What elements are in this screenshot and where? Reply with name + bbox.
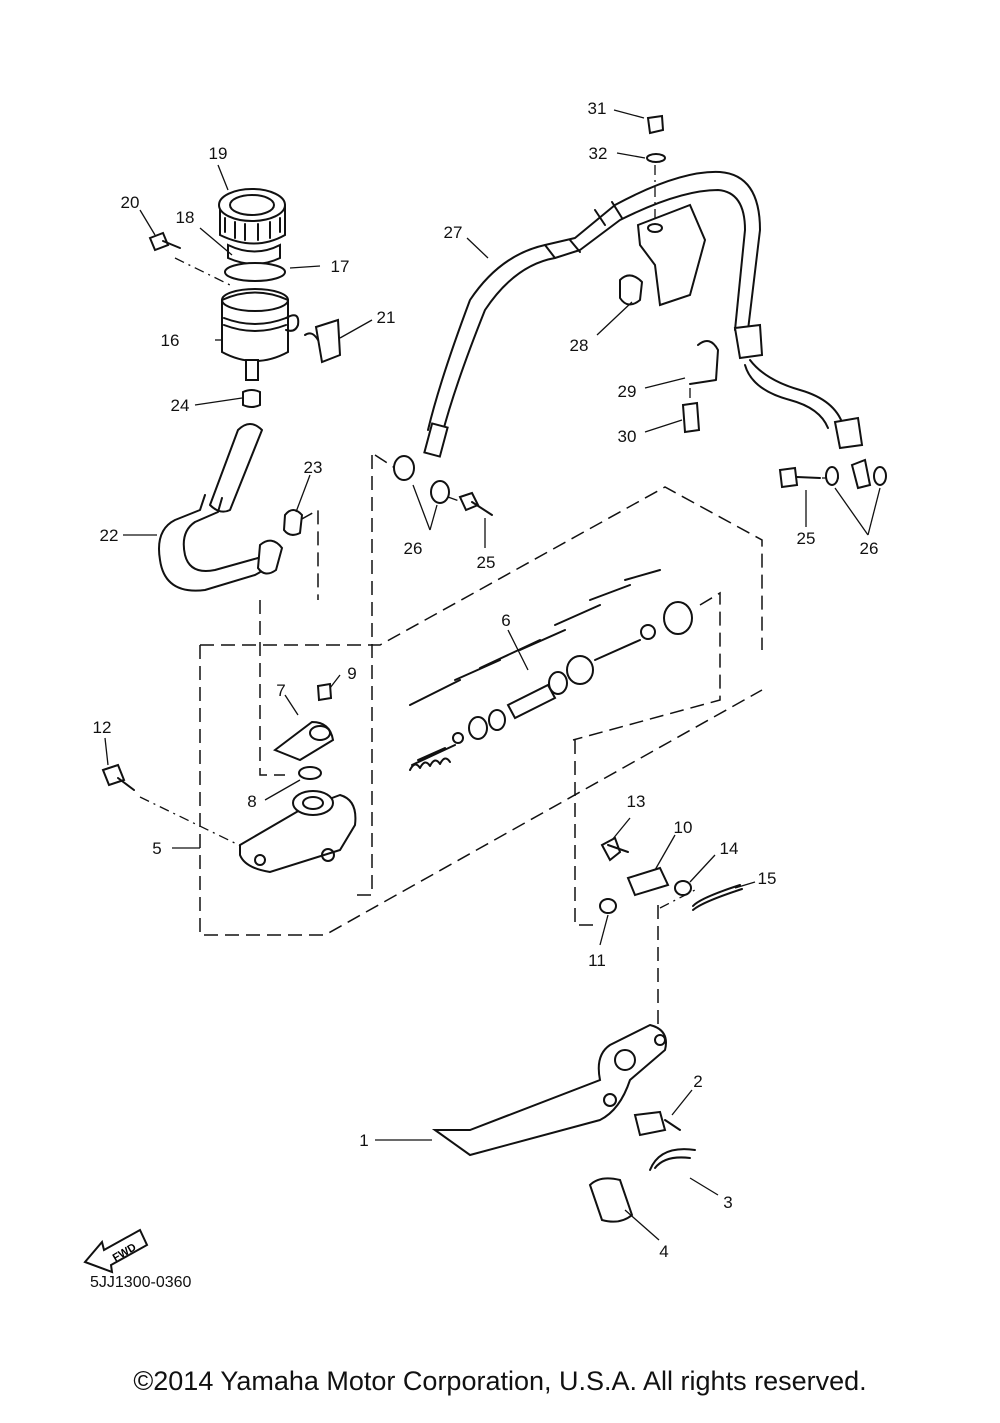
fwd-arrow-icon: FWD [83, 1228, 149, 1274]
callout-23: 23 [304, 458, 323, 477]
callout-9: 9 [347, 664, 356, 683]
catalog-number: 5JJ1300-0360 [90, 1274, 192, 1291]
callout-17: 17 [331, 257, 350, 276]
brake-hose [393, 114, 887, 516]
callout-22: 22 [100, 526, 119, 545]
callout-14: 14 [720, 839, 739, 858]
callout-25-left: 25 [477, 553, 496, 572]
callout-3: 3 [723, 1193, 732, 1212]
clevis-assembly [599, 836, 743, 914]
callout-8: 8 [247, 792, 256, 811]
callout-15: 15 [758, 869, 777, 888]
callout-2: 2 [693, 1072, 702, 1091]
leader-lines [104, 109, 881, 1241]
callout-31: 31 [588, 99, 607, 118]
callout-29: 29 [618, 382, 637, 401]
callout-10: 10 [674, 818, 693, 837]
callout-7: 7 [276, 681, 285, 700]
callout-24: 24 [171, 396, 190, 415]
assembly-outlines [199, 454, 763, 1030]
callout-13: 13 [627, 792, 646, 811]
callout-27: 27 [444, 223, 463, 242]
callout-19: 19 [209, 144, 228, 163]
callout-18: 18 [176, 208, 195, 227]
callout-16: 16 [161, 331, 180, 350]
reservoir-assembly [148, 188, 342, 381]
callout-21: 21 [377, 308, 396, 327]
master-cylinder [101, 569, 693, 874]
callout-32: 32 [589, 144, 608, 163]
callout-11: 11 [588, 951, 606, 970]
hose-assembly [158, 389, 304, 592]
callout-6: 6 [501, 611, 510, 630]
copyright-notice: ©2014 Yamaha Motor Corporation, U.S.A. A… [133, 1366, 867, 1396]
callout-5: 5 [152, 839, 161, 858]
callout-26-right: 26 [860, 539, 879, 558]
callout-12: 12 [93, 718, 112, 737]
callout-4: 4 [659, 1242, 668, 1261]
callout-30: 30 [618, 427, 637, 446]
callout-labels: 1 2 3 4 5 6 7 8 9 10 11 12 13 14 15 16 1… [93, 99, 879, 1261]
callout-20: 20 [121, 193, 140, 212]
callout-28: 28 [570, 336, 589, 355]
callout-26-left: 26 [404, 539, 423, 558]
brake-pedal [431, 1023, 696, 1223]
callout-1: 1 [359, 1131, 368, 1150]
callout-25-right: 25 [797, 529, 816, 548]
